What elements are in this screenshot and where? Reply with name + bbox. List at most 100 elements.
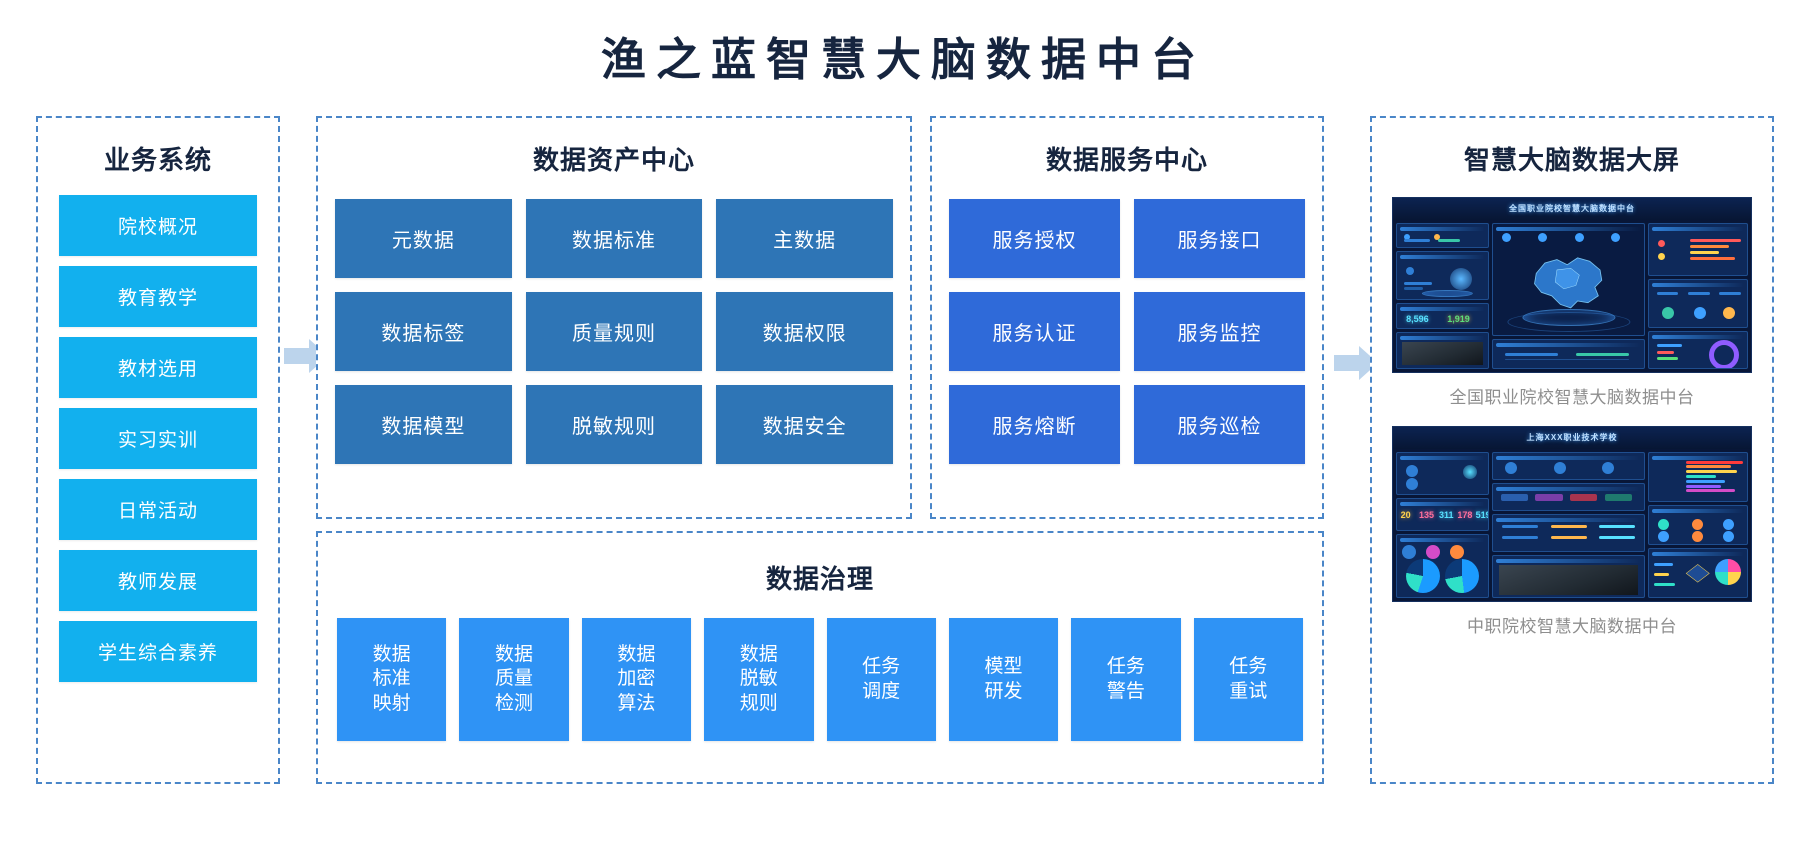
screenshot-0-center-column (1492, 223, 1645, 369)
asset-tile-1[interactable]: 数据标准 (525, 199, 703, 278)
governance-tile-4[interactable]: 任务 调度 (826, 618, 936, 741)
screenshot-panel: 8,596 1,919 (1396, 303, 1490, 329)
asset-tile-0[interactable]: 元数据 (335, 199, 512, 278)
asset-tile-label: 数据模型 (381, 416, 466, 438)
governance-tile-label: 任务 重试 (1229, 656, 1268, 702)
asset-tile-label: 数据标签 (381, 323, 466, 345)
screenshot-0-header: 全国职业院校智慧大脑数据中台 (1393, 198, 1751, 220)
business-item-5[interactable]: 教师发展 (59, 550, 257, 611)
screenshot-panel (1647, 278, 1748, 328)
screenshot-1-body: 20 135 311 178 519 (1393, 449, 1751, 601)
screenshot-panel-charts (1492, 339, 1645, 369)
governance-tile-5[interactable]: 模型 研发 (948, 618, 1059, 741)
service-tile-label: 服务监控 (1177, 323, 1262, 345)
asset-tile-7[interactable]: 脱敏规则 (525, 385, 703, 464)
service-tile-label: 服务授权 (992, 230, 1077, 252)
service-tile-3[interactable]: 服务监控 (1134, 292, 1305, 371)
service-tile-4[interactable]: 服务熔断 (949, 385, 1120, 464)
panel-data-governance-title: 数据治理 (765, 564, 874, 594)
business-item-6[interactable]: 学生综合素养 (59, 621, 257, 682)
bigscreen-screenshot-1[interactable]: 上海XXX职业技术学校 20 135 311 178 (1392, 426, 1752, 602)
business-item-label: 日常活动 (117, 501, 198, 522)
service-tile-5[interactable]: 服务巡检 (1134, 385, 1305, 464)
screenshot-0-body: 8,596 1,919 (1393, 220, 1751, 372)
screenshot-panel-kpis: 20 135 311 178 519 (1396, 497, 1490, 531)
asset-tile-8[interactable]: 数据安全 (716, 385, 893, 464)
governance-tile-2[interactable]: 数据 加密 算法 (581, 618, 692, 741)
bigscreen-screenshot-0[interactable]: 全国职业院校智慧大脑数据中台 (1392, 197, 1752, 373)
governance-tile-label: 数据 加密 算法 (617, 644, 656, 714)
business-item-label: 院校概况 (117, 217, 198, 238)
service-tile-label: 服务巡检 (1177, 416, 1262, 438)
screenshot-1-left-column: 20 135 311 178 519 (1396, 452, 1490, 598)
asset-tile-2[interactable]: 主数据 (716, 199, 893, 278)
governance-tile-label: 数据 标准 映射 (372, 644, 411, 714)
business-item-0[interactable]: 院校概况 (59, 195, 257, 256)
screenshot-panel (1647, 548, 1748, 598)
screenshot-panel-donuts (1396, 533, 1490, 598)
business-item-label: 学生综合素养 (97, 643, 218, 664)
asset-tile-label: 数据权限 (762, 323, 847, 345)
screenshot-panel-map (1492, 223, 1645, 337)
screenshot-1-kpi-0: 20 (1400, 509, 1411, 520)
arrow-right-icon (1334, 344, 1378, 382)
panel-bigscreen-title: 智慧大脑数据大屏 (1463, 145, 1680, 175)
panel-business-systems-title: 业务系统 (103, 145, 212, 175)
governance-tile-label: 数据 质量 检测 (495, 644, 534, 714)
page-title: 渔之蓝智慧大脑数据中台 (600, 34, 1206, 85)
asset-tile-4[interactable]: 质量规则 (525, 292, 703, 371)
screenshot-panel (1647, 504, 1748, 546)
governance-tile-label: 数据 脱敏 规则 (739, 644, 778, 714)
screenshot-1-right-column (1647, 452, 1748, 598)
screenshot-panel (1396, 223, 1490, 249)
business-item-label: 教师发展 (117, 572, 198, 593)
screenshot-1-kpi-2: 311 (1439, 509, 1454, 520)
asset-tile-grid: 元数据 数据标准 主数据 数据标签 质量规则 数据权限 数据模型 脱敏规则 数据… (335, 199, 893, 464)
panel-data-asset-center-title: 数据资产中心 (532, 145, 695, 175)
governance-tile-7[interactable]: 任务 重试 (1193, 618, 1303, 741)
asset-tile-6[interactable]: 数据模型 (335, 385, 512, 464)
panel-data-asset-center: 数据资产中心 元数据 数据标准 主数据 数据标签 质量规则 数据权限 数据模型 … (316, 116, 912, 519)
asset-tile-3[interactable]: 数据标签 (335, 292, 512, 371)
screenshot-panel (1492, 452, 1645, 480)
business-item-label: 实习实训 (117, 430, 198, 451)
screenshot-0-right-column (1647, 223, 1748, 369)
screenshot-panel-classroom (1396, 331, 1490, 369)
asset-tile-label: 质量规则 (571, 323, 656, 345)
service-tile-1[interactable]: 服务接口 (1134, 199, 1305, 278)
panel-bigscreen: 智慧大脑数据大屏 全国职业院校智慧大脑数据中台 (1370, 116, 1774, 784)
screenshot-panel (1396, 452, 1490, 495)
asset-tile-label: 主数据 (773, 230, 837, 252)
governance-tile-row: 数据 标准 映射 数据 质量 检测 数据 加密 算法 数据 脱敏 规则 任务 调… (337, 618, 1303, 741)
screenshot-panel (1647, 330, 1748, 369)
service-tile-2[interactable]: 服务认证 (949, 292, 1120, 371)
governance-tile-6[interactable]: 任务 警告 (1071, 618, 1181, 741)
governance-tile-label: 任务 警告 (1106, 656, 1145, 702)
screenshot-panel (1396, 251, 1490, 301)
screenshot-panel (1647, 452, 1748, 502)
service-tile-label: 服务接口 (1177, 230, 1262, 252)
governance-tile-label: 模型 研发 (984, 656, 1023, 702)
governance-tile-1[interactable]: 数据 质量 检测 (459, 618, 569, 741)
screenshot-0-left-column: 8,596 1,919 (1396, 223, 1490, 369)
screenshot-1-kpi-3: 178 (1457, 509, 1473, 520)
screenshot-panel (1492, 482, 1645, 511)
screenshot-1-kpi-4: 519 (1475, 509, 1490, 520)
service-tile-label: 服务熔断 (992, 416, 1077, 438)
screenshot-1-header: 上海XXX职业技术学校 (1393, 427, 1751, 449)
business-item-4[interactable]: 日常活动 (59, 479, 257, 540)
screenshot-panel-classroom (1492, 554, 1645, 598)
business-item-1[interactable]: 教育教学 (59, 266, 257, 327)
business-item-label: 教育教学 (117, 288, 198, 309)
bigscreen-screenshot-0-wrap: 全国职业院校智慧大脑数据中台 (1392, 197, 1752, 408)
business-item-2[interactable]: 教材选用 (59, 337, 257, 398)
panel-data-service-center-title: 数据服务中心 (1045, 145, 1208, 175)
governance-tile-0[interactable]: 数据 标准 映射 (337, 618, 447, 741)
business-item-3[interactable]: 实习实训 (59, 408, 257, 469)
governance-tile-3[interactable]: 数据 脱敏 规则 (704, 618, 814, 741)
asset-tile-label: 元数据 (391, 230, 455, 252)
service-tile-0[interactable]: 服务授权 (949, 199, 1120, 278)
panel-data-service-center: 数据服务中心 服务授权 服务接口 服务认证 服务监控 服务熔断 服务巡检 (930, 116, 1324, 519)
asset-tile-5[interactable]: 数据权限 (716, 292, 893, 371)
asset-tile-label: 脱敏规则 (571, 416, 656, 438)
